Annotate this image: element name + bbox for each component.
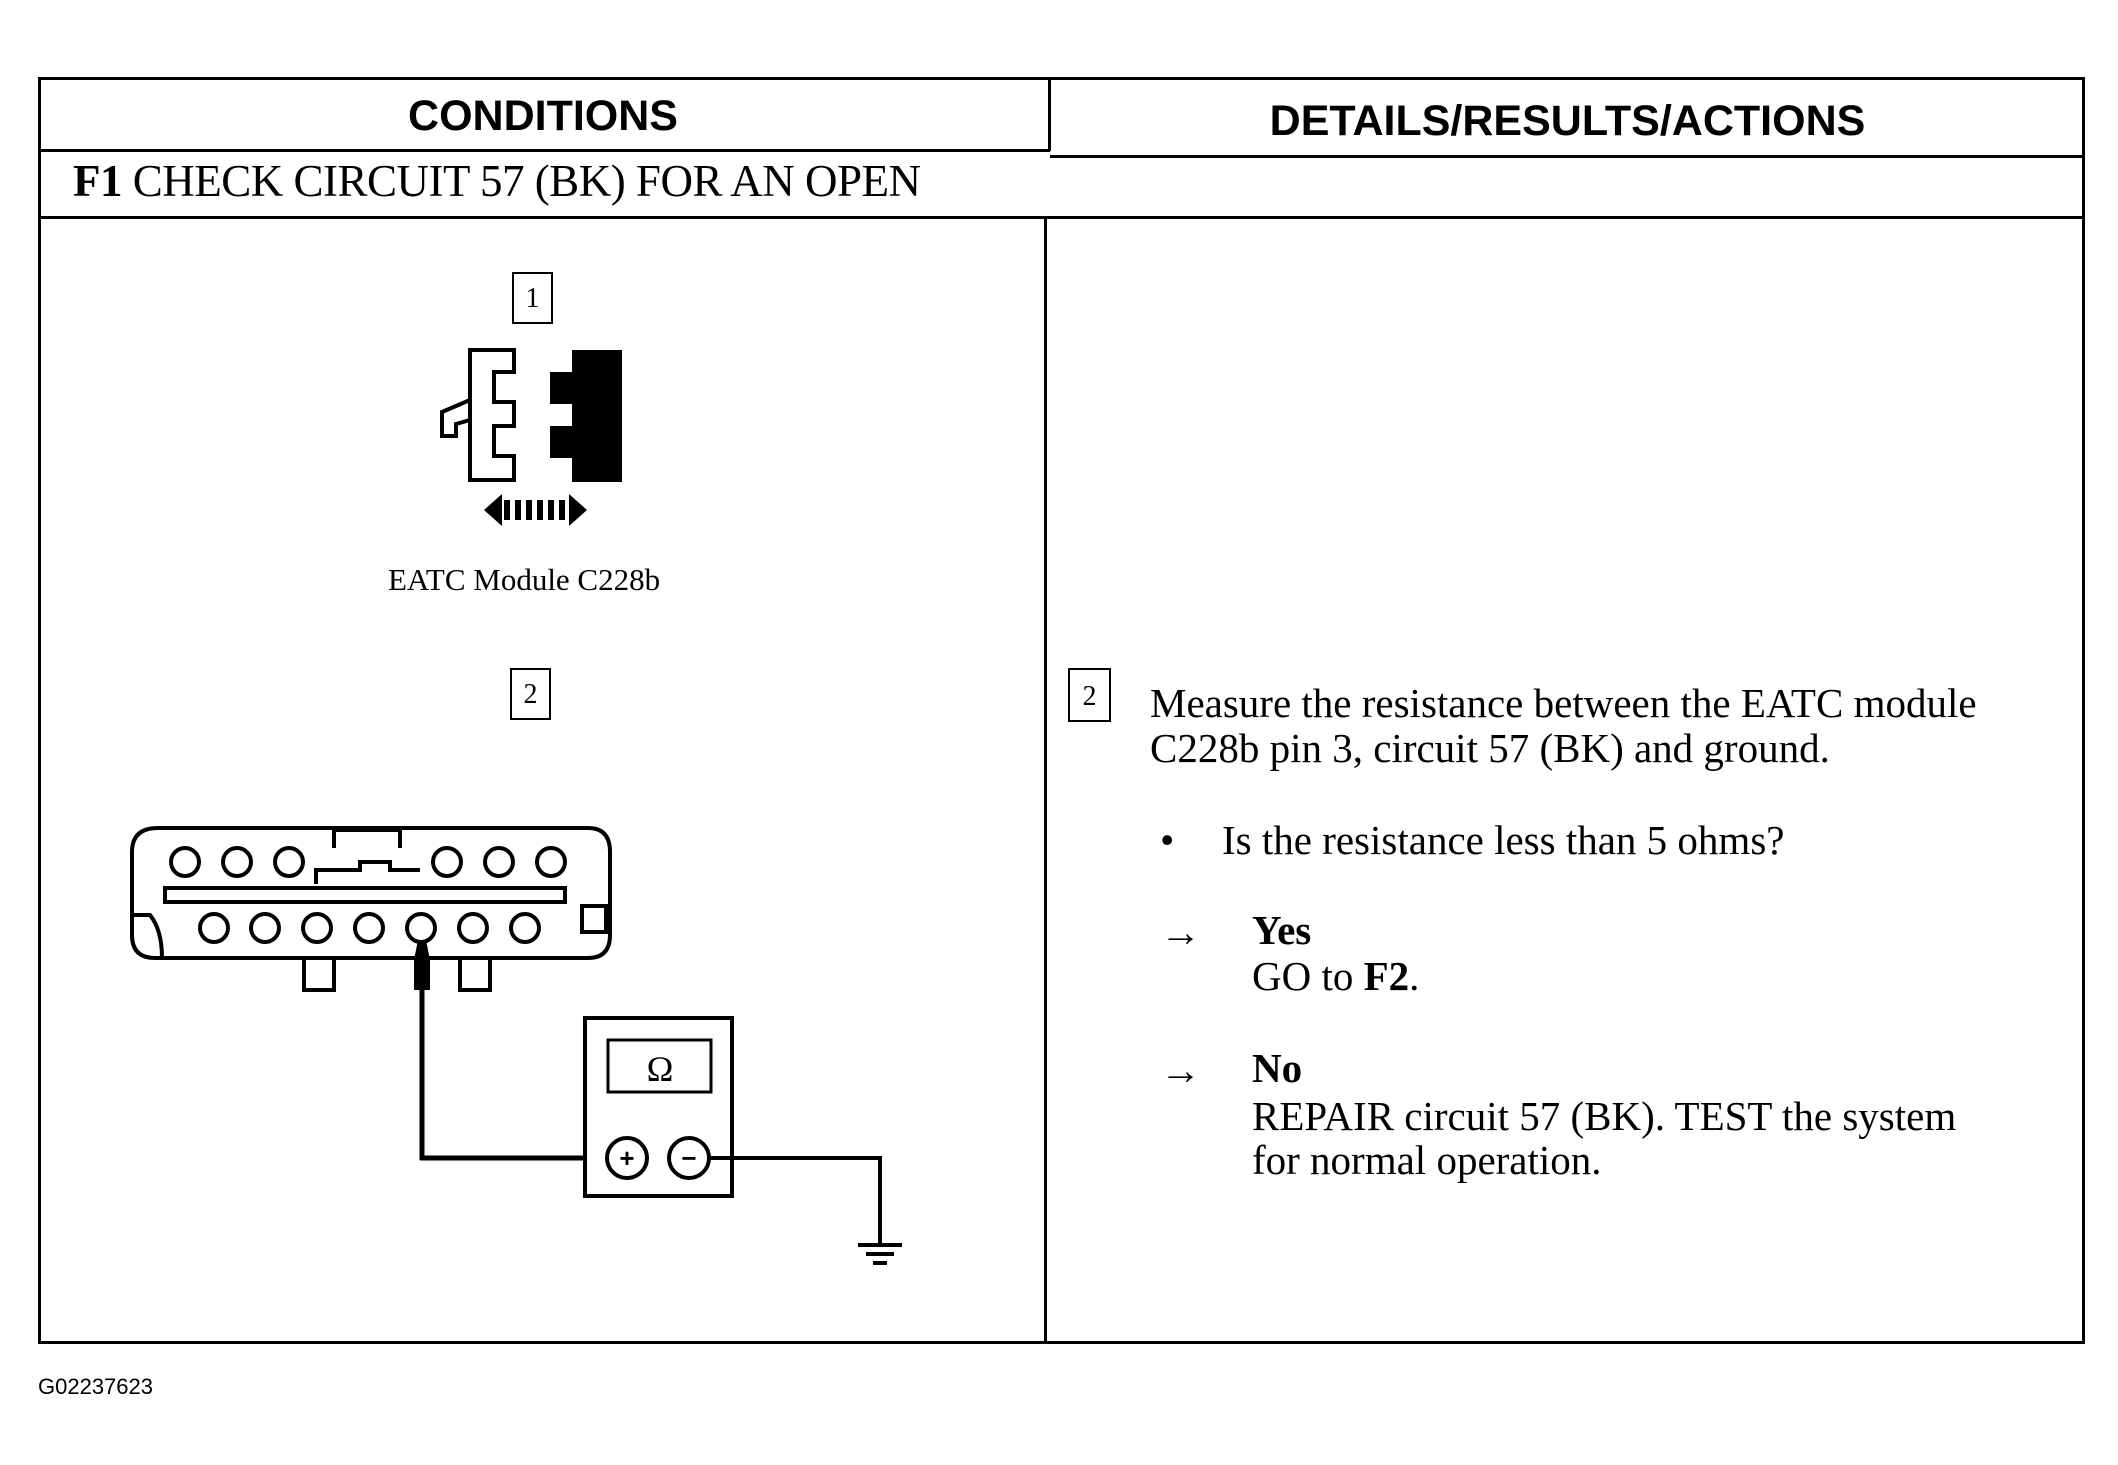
- meter-ohm-symbol: Ω: [647, 1049, 674, 1089]
- test-probe: [414, 940, 610, 1161]
- details-step-2-box: 2: [1068, 668, 1111, 722]
- yes-action-prefix: GO to: [1252, 953, 1364, 999]
- yes-label: Yes: [1252, 907, 1312, 953]
- ohmmeter-icon: Ω + −: [583, 1016, 734, 1198]
- details-header: DETAILS/RESULTS/ACTIONS: [1269, 97, 1866, 145]
- connector-disconnect-icon: [440, 348, 622, 526]
- question-text: Is the resistance less than 5 ohms?: [1222, 817, 1785, 863]
- yes-arrow: →: [1160, 909, 1201, 955]
- section-title: F1 CHECK CIRCUIT 57 (BK) FOR AN OPEN: [73, 155, 921, 207]
- yes-action: GO to F2.: [1252, 954, 1419, 998]
- figure-id: G02237623: [38, 1374, 153, 1399]
- column-divider: [1044, 216, 1047, 1344]
- procedure-table: [38, 77, 2085, 1344]
- no-arrow: →: [1160, 1047, 1201, 1093]
- conditions-header: CONDITIONS: [408, 92, 678, 140]
- header-divider: [38, 149, 1050, 152]
- section-divider: [38, 216, 2085, 219]
- no-label: No: [1252, 1045, 1303, 1091]
- connector-caption: EATC Module C228b: [388, 562, 661, 597]
- step-1-box: 1: [512, 272, 553, 324]
- question-bullet: •: [1160, 817, 1175, 863]
- no-action-line-2: for normal operation.: [1252, 1137, 1602, 1183]
- meter-plus-symbol: +: [619, 1143, 634, 1173]
- instruction-line-2: C228b pin 3, circuit 57 (BK) and ground.: [1150, 725, 1830, 771]
- yes-action-suffix: .: [1409, 953, 1420, 999]
- column-divider-top: [1048, 77, 1051, 151]
- section-id: F1: [73, 156, 123, 206]
- no-action-line-1: REPAIR circuit 57 (BK). TEST the system: [1252, 1093, 1957, 1139]
- yes-action-target: F2: [1363, 953, 1410, 999]
- ground-icon: [709, 1156, 902, 1265]
- meter-plus-terminal: [605, 1136, 649, 1180]
- connector-face-c228b: [130, 826, 612, 992]
- step-2-box: 2: [510, 668, 551, 720]
- header-divider-right: [1050, 155, 2085, 158]
- instruction-line-1: Measure the resistance between the EATC …: [1150, 680, 1977, 726]
- meter-minus-symbol: −: [681, 1143, 696, 1173]
- section-title-text: CHECK CIRCUIT 57 (BK) FOR AN OPEN: [132, 156, 921, 206]
